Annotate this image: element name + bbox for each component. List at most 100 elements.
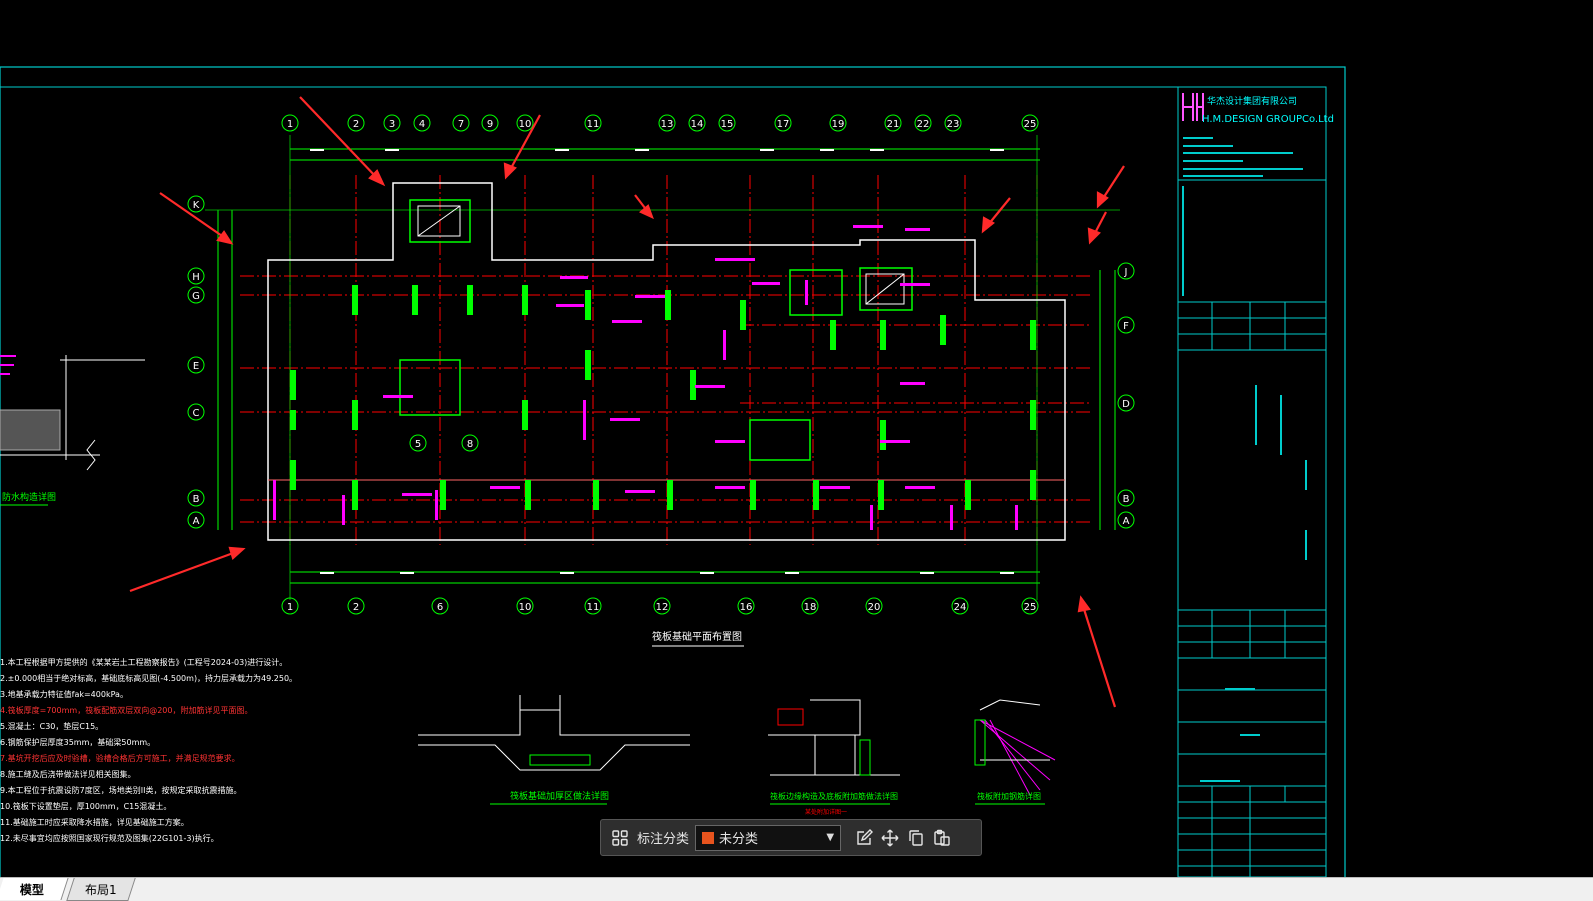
note-line: 4.筏板厚度=700mm，筏板配筋双层双向@200，附加筋详见平面图。 [0, 705, 252, 715]
axis-label: 20 [868, 602, 881, 613]
axis-bubble [187, 489, 205, 507]
axis-label: 15 [721, 119, 734, 130]
axis-bubble [865, 597, 883, 615]
tab-model[interactable]: 模型 [0, 878, 69, 900]
axis-label: 9 [487, 119, 493, 130]
axis-bubble [944, 114, 962, 132]
axis-label: 2 [353, 119, 359, 130]
axis-label: 24 [954, 602, 967, 613]
axis-label: C [193, 408, 200, 419]
tab-layout1[interactable]: 布局1 [66, 878, 136, 901]
edit-icon[interactable] [851, 825, 877, 851]
title-block-small-text [1182, 137, 1307, 782]
axis-bubble [431, 597, 449, 615]
axis-bubble [1021, 597, 1039, 615]
plan-title: 筏板基础平面布置图 [652, 630, 742, 643]
company-logo-icon [1182, 93, 1204, 121]
category-color-swatch [702, 831, 715, 844]
axis-label: 18 [804, 602, 817, 613]
selected-category: 未分类 [719, 832, 759, 847]
detail-1 [418, 695, 690, 771]
axis-label: 25 [1024, 602, 1037, 613]
axis-label: K [193, 200, 200, 211]
axis-label: B [1123, 494, 1130, 505]
design-notes: 1.本工程根据甲方提供的《某某岩土工程勘察报告》(工程号2024-03)进行设计… [0, 657, 297, 843]
axis-bubble [187, 267, 205, 285]
layout-tab-bar: 模型 布局1 [0, 877, 1593, 901]
axis-bubble [281, 114, 299, 132]
axis-label: 14 [691, 119, 704, 130]
note-line: 12.未尽事宜均应按照国家现行规范及图集(22G101-3)执行。 [0, 833, 219, 843]
company-name-en: H.M.DESIGN GROUPCo.Ltd [1202, 114, 1334, 125]
axis-bubble [187, 356, 205, 374]
axis-label: 16 [740, 602, 753, 613]
axis-bubble [187, 286, 205, 304]
axis-label: 25 [1024, 119, 1037, 130]
white-labels [310, 149, 1014, 574]
axis-bubble [1117, 394, 1135, 412]
axis-bubble [461, 434, 479, 452]
axis-label: 11 [587, 602, 600, 613]
axis-label: 19 [832, 119, 845, 130]
axis-label: 22 [917, 119, 930, 130]
detail-1-title: 筏板基础加厚区做法详图 [510, 790, 609, 802]
note-line: 5.混凝土：C30，垫层C15。 [0, 721, 103, 731]
axis-bubble [884, 114, 902, 132]
detail-3 [974, 699, 1056, 796]
axis-label: 8 [467, 439, 473, 450]
axis-bubble [829, 114, 847, 132]
paste-icon[interactable] [929, 825, 955, 851]
axis-label: 11 [587, 119, 600, 130]
axis-bubble [658, 114, 676, 132]
axis-label: 2 [353, 602, 359, 613]
axis-bubble [452, 114, 470, 132]
axis-label: 6 [437, 602, 443, 613]
note-line: 2.±0.000相当于绝对标高，基础底标高见图(-4.500m)，持力层承载力为… [0, 673, 297, 683]
axis-bubble [688, 114, 706, 132]
axis-bubble [1021, 114, 1039, 132]
axis-bubble [187, 511, 205, 529]
annotation-toolbar: 标注分类 未分类 ▼ [600, 819, 982, 856]
note-line: 9.本工程位于抗震设防7度区，场地类别II类，按规定采取抗震措施。 [0, 785, 241, 795]
core-walls [399, 199, 913, 461]
grid-icon[interactable] [607, 825, 633, 851]
axis-label: 23 [947, 119, 960, 130]
axis-label: A [1123, 516, 1130, 527]
axis-label: 1 [287, 119, 293, 130]
cad-canvas[interactable]: 华杰设计集团有限公司 H.M.DESIGN GROUPCo.Ltd [0, 0, 1593, 877]
columns [290, 285, 1036, 510]
axis-bubble [584, 114, 602, 132]
chevron-down-icon: ▼ [826, 832, 835, 843]
tab-layout1-label: 布局1 [85, 882, 117, 897]
note-line: 1.本工程根据甲方提供的《某某岩土工程勘察报告》(工程号2024-03)进行设计… [0, 657, 287, 667]
detail-2-title: 筏板边缘构造及底板附加筋做法详图 [770, 791, 898, 801]
axis-bubble [1117, 316, 1135, 334]
axis-bubble [737, 597, 755, 615]
move-icon[interactable] [877, 825, 903, 851]
axis-bubble [584, 597, 602, 615]
copy-icon[interactable] [903, 825, 929, 851]
note-line: 6.钢筋保护层厚度35mm，基础梁50mm。 [0, 737, 155, 747]
drawing-svg: 华杰设计集团有限公司 H.M.DESIGN GROUPCo.Ltd [0, 66, 1346, 877]
company-name-cn: 华杰设计集团有限公司 [1207, 95, 1297, 107]
axis-bubble [718, 114, 736, 132]
note-line: 10.筏板下设置垫层，厚100mm，C15混凝土。 [0, 801, 171, 811]
building-outline [267, 182, 1066, 541]
axis-label: 3 [389, 119, 395, 130]
axis-label: H [192, 272, 200, 283]
axis-label: 10 [519, 119, 532, 130]
axis-bubble [409, 434, 427, 452]
axis-label: 7 [458, 119, 464, 130]
note-line: 3.地基承载力特征值fak=400kPa。 [0, 689, 128, 699]
annotation-category-select[interactable]: 未分类 ▼ [695, 824, 842, 851]
axis-label: E [193, 361, 199, 372]
axis-label: 4 [419, 119, 425, 130]
note-line: 7.基坑开挖后应及时验槽，验槽合格后方可施工，并满足规范要求。 [0, 753, 240, 763]
detail-3-title: 筏板附加钢筋详图 [977, 791, 1041, 801]
axis-bubble [1117, 489, 1135, 507]
left-detail-title: 防水构造详图 [2, 491, 56, 503]
axis-label: G [192, 291, 200, 302]
note-line: 8.施工缝及后浇带做法详见相关图集。 [0, 769, 136, 779]
